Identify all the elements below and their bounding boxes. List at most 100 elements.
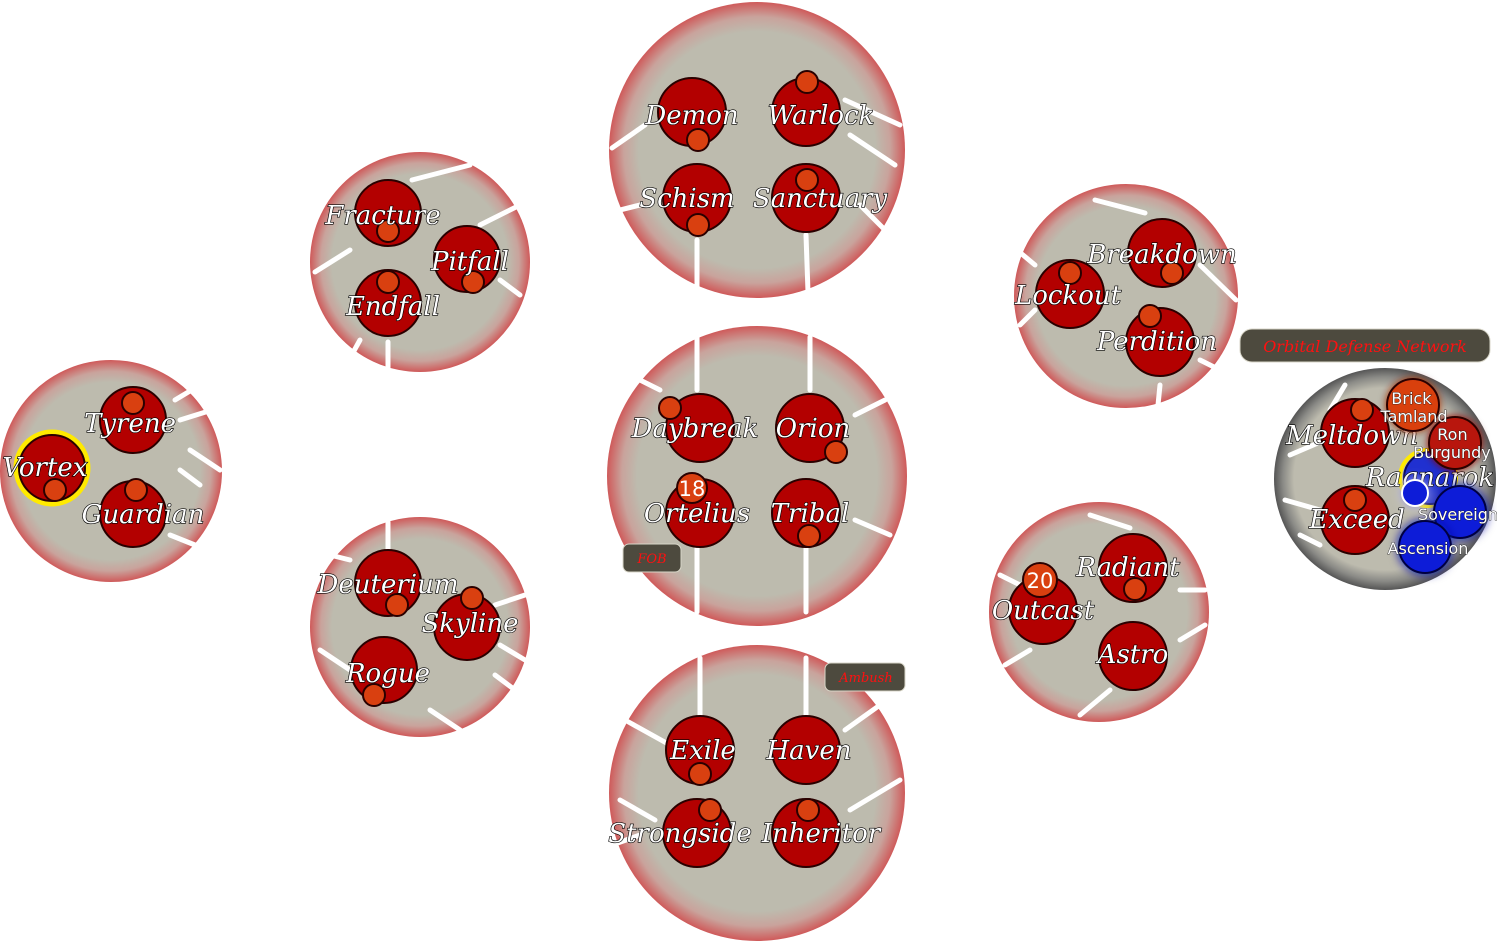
territory-label: Perdition xyxy=(1096,327,1217,357)
territory-label: Sanctuary xyxy=(753,184,888,214)
selected-ring xyxy=(13,429,91,507)
unit-ascension[interactable] xyxy=(1398,520,1452,574)
territory-label: Inheritor xyxy=(761,819,882,849)
territory-label: Vortex xyxy=(3,453,88,483)
territory-haven-node[interactable] xyxy=(771,715,841,785)
territory-rogue[interactable]: Rogue xyxy=(344,636,431,707)
territory-label: Demon xyxy=(644,101,738,131)
territory-deuterium[interactable]: Deuterium xyxy=(316,549,459,617)
territory-exile[interactable]: Exile xyxy=(665,715,736,786)
army-marker xyxy=(686,213,710,237)
tag-label: FOB xyxy=(636,552,666,567)
territory-daybreak-node[interactable] xyxy=(665,393,735,463)
territory-tyrene-node[interactable] xyxy=(99,386,167,454)
territory-label: Outcast xyxy=(992,596,1095,626)
territory-label: Ragnarok xyxy=(1365,463,1494,493)
territory-haven[interactable]: Haven xyxy=(765,715,852,785)
territory-exceed[interactable]: Exceed xyxy=(1308,485,1405,555)
army-marker xyxy=(461,270,485,294)
territory-label: Guardian xyxy=(82,500,205,530)
ambush-tag[interactable]: Ambush xyxy=(824,662,906,692)
unit-brick-tamland[interactable] xyxy=(1386,378,1440,432)
territory-label: Orion xyxy=(776,414,850,444)
army-marker xyxy=(1350,398,1374,422)
unit-label-line: Ron xyxy=(1437,425,1467,444)
territory-exceed-node[interactable] xyxy=(1320,485,1390,555)
unit-token[interactable] xyxy=(1428,416,1482,470)
territory-tyrene[interactable]: Tyrene xyxy=(83,386,177,454)
sector-plate-top xyxy=(609,2,905,298)
territory-demon[interactable]: Demon xyxy=(644,77,739,152)
territory-lockout[interactable]: Lockout xyxy=(1013,259,1122,329)
territory-label: Warlock xyxy=(768,101,875,131)
orbital-defense-tag[interactable]: Orbital Defense Network xyxy=(1239,328,1491,363)
territory-endfall[interactable]: Endfall xyxy=(344,269,441,337)
territory-perdition[interactable]: Perdition xyxy=(1095,304,1218,377)
unit-token[interactable] xyxy=(1433,485,1487,539)
territory-warlock[interactable]: Warlock xyxy=(767,70,875,147)
army-marker xyxy=(385,593,409,617)
territory-daybreak[interactable]: Daybreak xyxy=(630,393,759,463)
army-marker xyxy=(1343,488,1367,512)
territory-skyline[interactable]: Skyline xyxy=(421,586,519,661)
territory-lockout-node[interactable] xyxy=(1035,259,1105,329)
territory-outcast[interactable]: 20 Outcast xyxy=(991,562,1095,645)
territory-sanctuary[interactable]: Sanctuary xyxy=(752,163,888,233)
army-marker xyxy=(460,586,484,610)
army-marker xyxy=(1123,577,1147,601)
army-marker xyxy=(1058,261,1082,285)
fob-tag[interactable]: FOB xyxy=(622,543,682,573)
territory-label: Pitfall xyxy=(430,247,509,277)
territory-meltdown[interactable]: Meltdown xyxy=(1284,398,1419,468)
territory-label: Lockout xyxy=(1014,281,1122,311)
territory-label: Breakdown xyxy=(1086,240,1236,270)
territory-label: Skyline xyxy=(421,609,518,639)
territory-vortex[interactable]: Vortex xyxy=(2,429,91,507)
territory-fracture-node[interactable] xyxy=(354,179,422,247)
territory-guardian[interactable]: Guardian xyxy=(81,478,205,548)
territory-pitfall[interactable]: Pitfall xyxy=(429,225,510,294)
army-marker xyxy=(124,478,148,502)
territory-label: Tyrene xyxy=(84,409,176,439)
tag-background xyxy=(622,543,682,573)
territory-radiant-node[interactable] xyxy=(1098,533,1168,603)
army-marker xyxy=(698,798,722,822)
territory-orion[interactable]: Orion xyxy=(775,393,851,464)
unit-ron-burgundy[interactable] xyxy=(1428,416,1482,470)
army-marker xyxy=(43,478,67,502)
territory-tribal[interactable]: Tribal xyxy=(770,478,850,548)
territory-ortelius[interactable]: 18 Ortelius xyxy=(643,472,751,548)
territory-radiant[interactable]: Radiant xyxy=(1075,533,1181,603)
territory-astro-node[interactable] xyxy=(1098,621,1168,691)
army-marker xyxy=(376,270,400,294)
territory-schism[interactable]: Schism xyxy=(639,163,735,237)
sector-plate-center xyxy=(607,326,907,626)
unit-label-brick: Brick Tamland xyxy=(1379,389,1447,426)
territory-label: Haven xyxy=(766,736,852,766)
territory-inheritor[interactable]: Inheritor xyxy=(760,798,882,868)
territory-sanctuary-node[interactable] xyxy=(771,163,841,233)
territory-label: Radiant xyxy=(1075,553,1180,583)
army-marker xyxy=(658,396,682,420)
territory-label: Fracture xyxy=(324,201,441,231)
territory-label: Endfall xyxy=(345,292,440,322)
territory-label: Schism xyxy=(639,184,734,214)
territory-fracture[interactable]: Fracture xyxy=(324,179,441,247)
army-marker xyxy=(797,524,821,548)
unit-sovereign[interactable] xyxy=(1401,479,1487,539)
sector-plate-bottom xyxy=(609,645,905,941)
army-marker xyxy=(824,440,848,464)
army-count-badge xyxy=(1022,562,1058,598)
territory-breakdown[interactable]: Breakdown xyxy=(1086,218,1237,288)
territory-astro[interactable]: Astro xyxy=(1095,621,1169,691)
army-marker xyxy=(362,683,386,707)
army-marker xyxy=(376,219,400,243)
unit-token[interactable] xyxy=(1398,520,1452,574)
army-count: 20 xyxy=(1027,569,1054,593)
army-marker xyxy=(1138,304,1162,328)
unit-token[interactable] xyxy=(1386,378,1440,432)
territory-label: Daybreak xyxy=(631,414,759,444)
army-marker xyxy=(688,762,712,786)
territory-label: Astro xyxy=(1096,640,1169,670)
territory-strongside[interactable]: Strongside xyxy=(608,798,752,868)
